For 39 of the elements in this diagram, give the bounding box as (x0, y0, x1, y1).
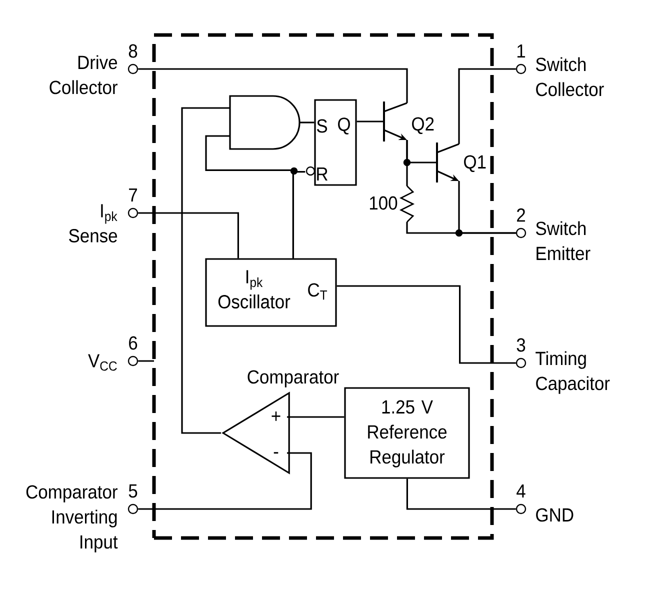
wire (138, 452, 312, 510)
pin-number: 1 (517, 44, 526, 58)
pin-label: I$_{pk}$ Sense (69, 204, 118, 242)
chip-outline (152, 33, 494, 540)
resistor-value: 100 (370, 196, 398, 210)
wire (138, 68, 408, 103)
wire (406, 140, 408, 186)
regulator-box: 1.25 V Reference Regulator (344, 387, 470, 479)
wire (300, 122, 314, 124)
wire (336, 285, 516, 364)
wire (181, 107, 230, 434)
pin-label: Switch Emitter (536, 221, 590, 260)
pin-number: 6 (129, 336, 138, 350)
wire (205, 135, 294, 258)
pin-label: Drive Collector (50, 55, 118, 94)
wire (356, 120, 384, 122)
flip-flop-box: S Q R (314, 99, 357, 186)
pin-number: 7 (129, 188, 137, 202)
pin-number: 2 (517, 208, 525, 222)
transistor-label: Q1 (464, 155, 486, 172)
pin-number: 8 (128, 44, 138, 58)
wire (138, 212, 239, 258)
pin-label: V$_{CC}$ (88, 354, 117, 371)
transistor-label: Q2 (412, 117, 434, 134)
wire (406, 478, 516, 510)
pin-label: Timing Capacitor (536, 351, 610, 394)
comparator-label: Comparator (248, 370, 339, 388)
wire (287, 416, 344, 418)
pin-number: 3 (516, 338, 526, 352)
oscillator-box: I$_{pk}$ Oscillator C$_{T}$ (205, 258, 337, 327)
pin-number: 4 (516, 484, 526, 498)
pin-number: 5 (128, 484, 138, 498)
pin-label: Switch Collector (536, 57, 604, 96)
wire (458, 68, 516, 144)
wire (406, 222, 516, 234)
wire (138, 360, 154, 362)
pin-label: GND (536, 508, 574, 522)
pin-label: Comparator Inverting Input (26, 485, 118, 552)
and-gate (229, 95, 300, 150)
